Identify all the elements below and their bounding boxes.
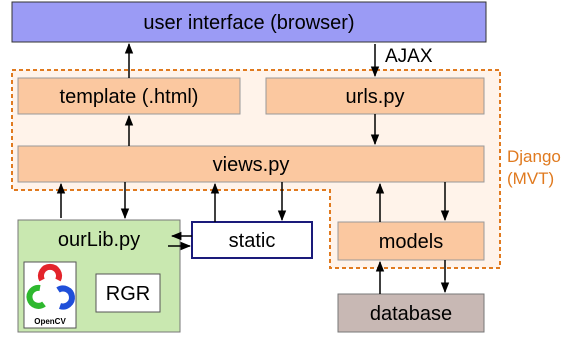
browser-box: user interface (browser) bbox=[11, 1, 487, 43]
ajax-label: AJAX bbox=[385, 46, 433, 67]
views-label: views.py bbox=[213, 154, 290, 176]
opencv-blue-ring bbox=[56, 285, 75, 310]
opencv-red-ring bbox=[38, 263, 62, 282]
template-box: template (.html) bbox=[17, 77, 241, 115]
database-label: database bbox=[370, 303, 452, 325]
models-label: models bbox=[379, 231, 443, 253]
opencv-green-ring bbox=[26, 284, 46, 309]
template-label: template (.html) bbox=[60, 86, 199, 108]
models-box: models bbox=[337, 221, 485, 261]
rgr-box: RGR bbox=[95, 273, 161, 313]
urls-label: urls.py bbox=[346, 86, 405, 108]
static-label: static bbox=[229, 230, 276, 252]
ourlib-label: ourLib.py bbox=[58, 229, 140, 251]
database-box: database bbox=[337, 293, 485, 333]
opencv-logo: OpenCV bbox=[23, 261, 77, 329]
opencv-label: OpenCV bbox=[34, 317, 66, 326]
browser-label: user interface (browser) bbox=[143, 12, 354, 34]
rgr-label: RGR bbox=[106, 283, 150, 305]
django-mvt-label: (MVT) bbox=[507, 169, 554, 188]
static-box: static bbox=[191, 221, 313, 259]
django-label: Django bbox=[507, 147, 561, 166]
urls-box: urls.py bbox=[265, 77, 485, 115]
views-box: views.py bbox=[17, 145, 485, 183]
